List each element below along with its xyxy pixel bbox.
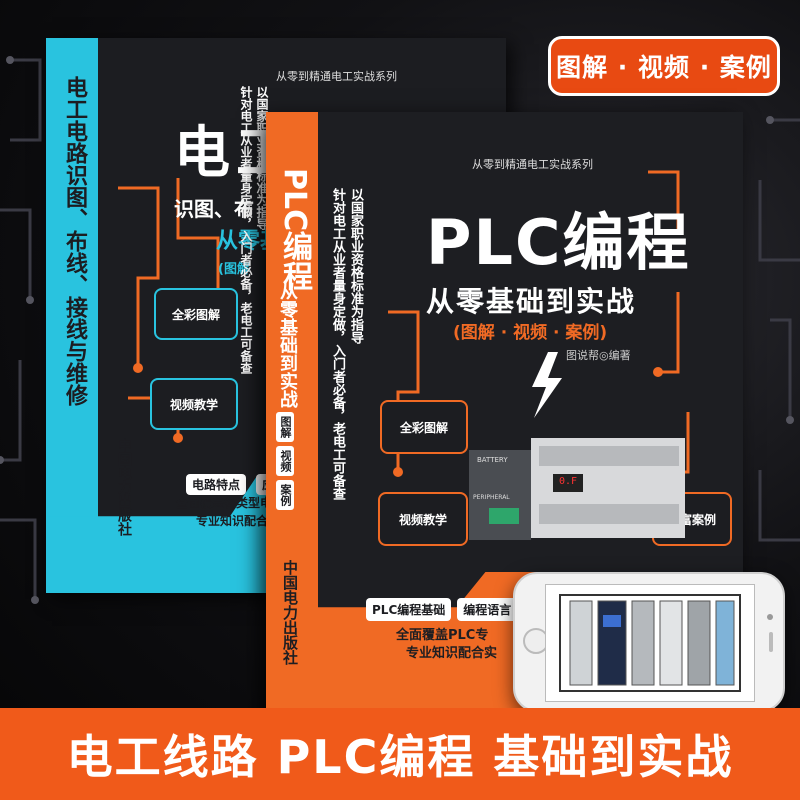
bottom-banner: 电工线路 PLC编程 基础到实战 (0, 708, 800, 800)
description-line-1: 以国家职业资格标准为指导 (348, 188, 363, 344)
series-name: 从零到精通电工实战系列 (472, 158, 593, 171)
bottom-tag-1: PLC编程基础 (366, 598, 452, 621)
peripheral-label: PERIPHERAL (473, 494, 510, 501)
plc-device-image: BATTERY PERIPHERAL 0.F (469, 428, 685, 540)
book-title: PLC编程 (426, 206, 691, 279)
book-subtitle: 识图、布 (174, 197, 254, 221)
spine-tag-cases: 案例 (276, 480, 294, 510)
series-name: 从零到精通电工实战系列 (276, 70, 397, 83)
phone-screen (545, 584, 755, 702)
spine-title: 电工电路识图、布线、接线与维修 (62, 76, 87, 406)
book-author: 图说帮◎编著 (566, 349, 631, 362)
video-label: 视频教学 (169, 397, 218, 412)
book-tag: (图解 · 视频 · 案例) (453, 323, 608, 343)
publisher-logo: 中国电力出版社 (281, 560, 299, 665)
battery-label: BATTERY (477, 456, 508, 464)
full-color-label: 全彩图解 (171, 307, 220, 322)
speaker-icon (769, 632, 773, 652)
full-color-label: 全彩图解 (399, 420, 448, 435)
book-spine (46, 38, 98, 593)
book-subtitle: 从零基础到实战 (426, 285, 637, 318)
video-label: 视频教学 (398, 512, 447, 527)
spine-tag-video: 视频 (276, 446, 294, 476)
device-display: 0.F (559, 476, 578, 487)
bottom-line-1: 全面覆盖PLC专 (396, 628, 489, 643)
bottom-tags: PLC编程基础 编程语言 (366, 598, 518, 621)
bottom-tag-1: 电路特点 (186, 474, 247, 495)
phone-mockup (513, 572, 785, 712)
book-tag: (图解 (218, 262, 250, 277)
description-line-2: 针对电工从业者量身定做，入门者必备，老电工可备查 (239, 86, 253, 374)
full-color-pill: 全彩图解 (380, 400, 468, 454)
banner-text: 电工线路 PLC编程 基础到实战 (66, 730, 734, 784)
bottom-tag-2: 编程语言 (457, 598, 518, 621)
spine-tags: 图解 视频 案例 (276, 412, 294, 510)
bottom-line-2: 专业知识配合实 (406, 646, 498, 661)
video-pill: 视频教学 (378, 492, 468, 546)
full-color-pill: 全彩图解 (154, 288, 238, 340)
spine-title: PLC编程 (277, 168, 312, 292)
description-line-1: 以国家职业资格标准为指导 (255, 86, 269, 230)
publisher-logo: 中国电力出版社 (116, 438, 132, 536)
cabinet-illustration (559, 594, 741, 692)
spine-tag-illustration: 图解 (276, 412, 294, 442)
camera-icon (767, 614, 773, 620)
spine-subtitle: 从零基础到实战 (277, 282, 298, 408)
feature-badge: 图解 · 视频 · 案例 (548, 36, 780, 96)
description-line-2: 针对电工从业者量身定做，入门者必备，老电工可备查 (330, 188, 345, 500)
video-pill: 视频教学 (150, 378, 238, 430)
